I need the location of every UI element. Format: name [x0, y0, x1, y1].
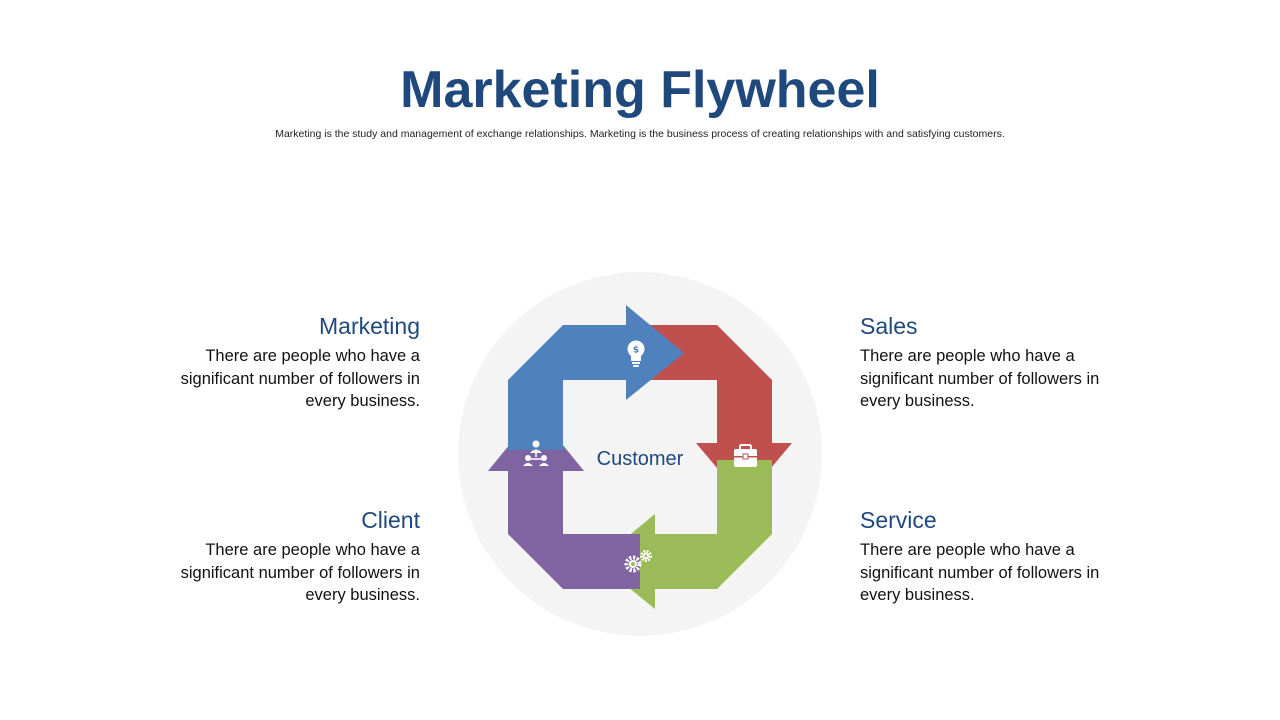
sales-description: There are people who have a significant …: [860, 347, 1100, 410]
client-block: Client There are people who have a signi…: [150, 505, 420, 607]
svg-text:$: $: [633, 346, 639, 356]
client-heading: Client: [361, 507, 420, 533]
people-network-icon: [523, 440, 549, 466]
marketing-description: There are people who have a significant …: [180, 347, 420, 410]
client-description: There are people who have a significant …: [180, 541, 420, 604]
flywheel-diagram: Customer $: [458, 272, 822, 636]
slide-subtitle: Marketing is the study and management of…: [275, 128, 1005, 140]
service-arrow: [597, 460, 772, 609]
lightbulb-dollar-icon: $: [627, 340, 645, 367]
marketing-heading: Marketing: [319, 313, 420, 339]
marketing-arrow: [508, 305, 684, 450]
briefcase-icon: [734, 444, 757, 467]
center-label: Customer: [597, 448, 684, 470]
sales-heading: Sales: [860, 313, 918, 339]
marketing-block: Marketing There are people who have a si…: [150, 311, 420, 413]
service-description: There are people who have a significant …: [860, 541, 1100, 604]
slide-title: Marketing Flywheel: [400, 61, 880, 119]
sales-block: Sales There are people who have a signif…: [860, 311, 1130, 413]
service-block: Service There are people who have a sign…: [860, 505, 1130, 607]
gears-icon: [624, 550, 652, 573]
service-heading: Service: [860, 507, 937, 533]
